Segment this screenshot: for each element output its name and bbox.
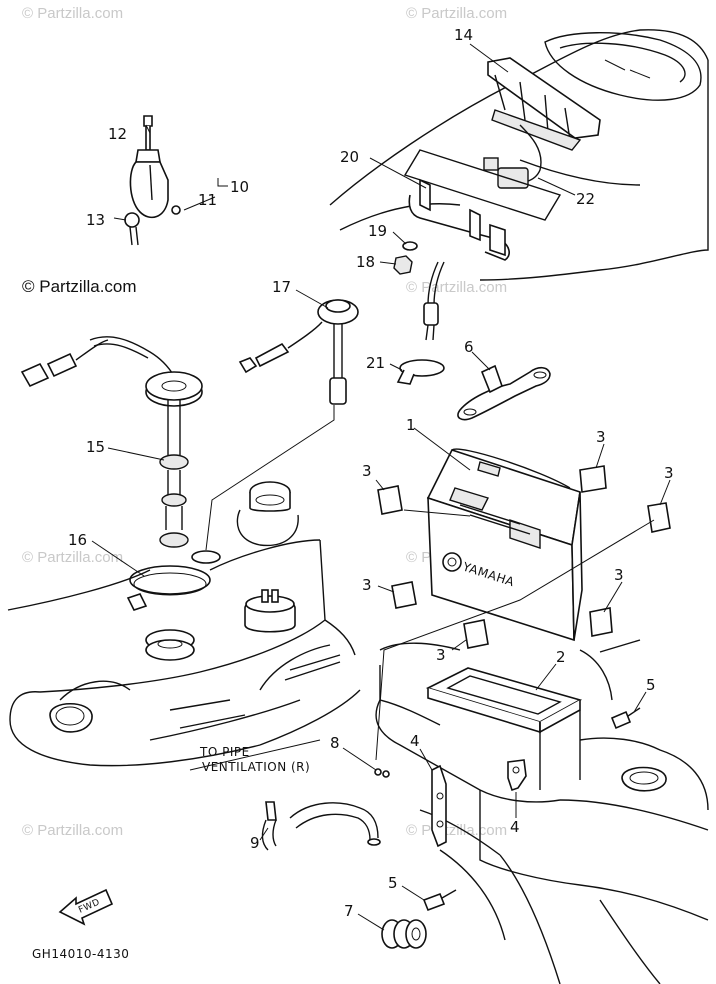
watermark-bold: © Partzilla.com: [22, 277, 137, 296]
callout-10: 10: [230, 178, 249, 196]
o-ring[interactable]: [191, 550, 221, 564]
pipe-note-line2: VENTILATION (R): [202, 760, 310, 774]
callout-6: 6: [464, 338, 474, 356]
callout-20: 20: [340, 148, 359, 166]
breather-hose[interactable]: [261, 801, 381, 851]
callout-15: 15: [86, 438, 105, 456]
frame-outline: [7, 539, 361, 767]
callout-18: 18: [356, 253, 375, 271]
callout-5: 5: [646, 676, 656, 694]
hose-clamp[interactable]: [396, 359, 445, 385]
leader-lines: [91, 43, 671, 931]
nut[interactable]: [393, 255, 413, 275]
filler-grommet[interactable]: [145, 629, 195, 661]
fuel-sender-unit[interactable]: [483, 57, 601, 189]
battery-tray[interactable]: [425, 667, 583, 734]
callout-16: 16: [68, 531, 87, 549]
callout-3: 3: [596, 428, 606, 446]
watermark: © Partzilla.com: [22, 549, 123, 566]
callout-5: 5: [388, 874, 398, 892]
callout-2: 2: [556, 648, 566, 666]
watermark: © Partzilla.com: [406, 5, 507, 22]
clip[interactable]: [507, 759, 527, 792]
battery-pad[interactable]: [377, 485, 403, 515]
callout-1: 1: [406, 416, 416, 434]
callout-3: 3: [664, 464, 674, 482]
battery-band[interactable]: [457, 364, 551, 421]
callout-12: 12: [108, 125, 127, 143]
fuel-cock-assembly[interactable]: [124, 115, 181, 246]
watermark: © Partzilla.com: [22, 822, 123, 839]
watermark: © Partzilla.com: [406, 279, 507, 296]
small-clip[interactable]: [374, 768, 390, 778]
callout-14: 14: [454, 26, 473, 44]
callout-3: 3: [362, 576, 372, 594]
washer[interactable]: [402, 241, 418, 251]
callout-17: 17: [272, 278, 291, 296]
tank-cap[interactable]: [236, 481, 299, 547]
callout-4: 4: [410, 732, 420, 750]
callout-labels: 14 12 10 11 13 20 22 19 18 17 21 6 15 1 …: [68, 26, 674, 920]
callout-22: 22: [576, 190, 595, 208]
callout-3: 3: [362, 462, 372, 480]
fuel-tank-body: [329, 29, 709, 281]
bolt[interactable]: [610, 707, 641, 730]
battery-pad[interactable]: [579, 465, 607, 493]
part-code: GH14010-4130: [32, 947, 129, 961]
callout-13: 13: [86, 211, 105, 229]
callout-3: 3: [614, 566, 624, 584]
sender-bracket[interactable]: [403, 149, 562, 261]
fuel-hose[interactable]: [423, 261, 445, 341]
breather-cap[interactable]: [244, 589, 296, 633]
battery[interactable]: YAMAHA: [426, 448, 583, 642]
callout-4: 4: [510, 818, 520, 836]
callout-11: 11: [198, 191, 217, 209]
callout-7: 7: [344, 902, 354, 920]
callout-21: 21: [366, 354, 385, 372]
watermark: © Partzilla.com: [406, 822, 507, 839]
callout-3: 3: [436, 646, 446, 664]
callout-19: 19: [368, 222, 387, 240]
watermark: © Partzilla.com: [22, 5, 123, 22]
callout-8: 8: [330, 734, 340, 752]
sensor-lead[interactable]: [238, 299, 359, 405]
grommet[interactable]: [381, 919, 427, 949]
battery-pad[interactable]: [463, 619, 489, 649]
callout-9: 9: [250, 834, 260, 852]
battery-pad[interactable]: [647, 502, 671, 533]
battery-pad[interactable]: [391, 581, 417, 609]
level-sensor[interactable]: [20, 336, 203, 548]
bolt[interactable]: [422, 889, 457, 912]
filler-clamp[interactable]: [126, 565, 211, 611]
battery-pad[interactable]: [589, 607, 613, 637]
bracket[interactable]: [431, 764, 447, 848]
fwd-arrow-icon: FWD: [58, 888, 114, 926]
pipe-note-line1: TO PIPE: [199, 745, 250, 759]
